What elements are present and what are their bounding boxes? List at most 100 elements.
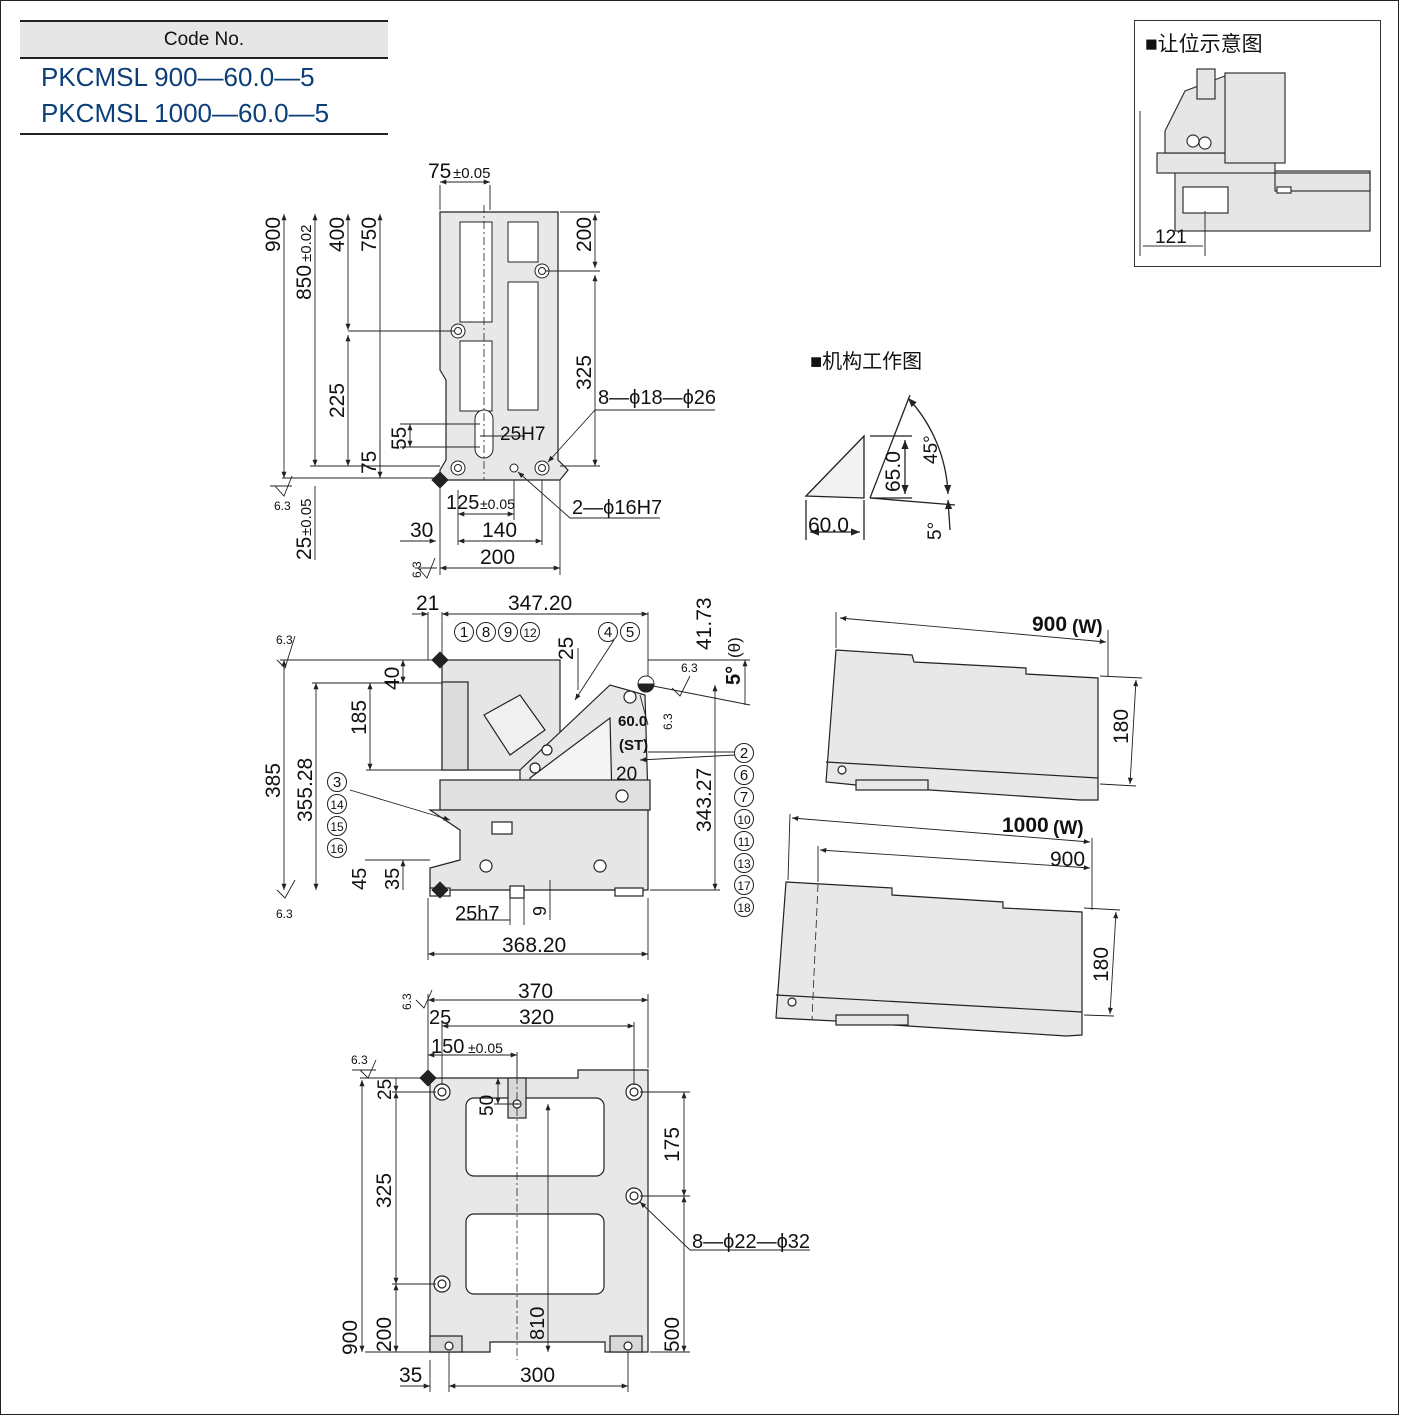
callout-number: 16 [330,842,344,856]
bv-25v: 25 [375,1079,396,1100]
side-view-labels: 21 347.20 25 41.73 5° (θ) 40 185 385 355… [262,592,745,957]
variant-1000-rail [775,813,1121,1037]
bv-200: 200 [373,1317,396,1352]
sv-36820: 368.20 [502,934,566,957]
sv-st-val: 60.0 [618,713,647,730]
code-header: Code No. [20,20,388,59]
sv-rough-a: 6.3 [276,633,293,647]
callout-number: 14 [330,798,344,812]
tv-125-tol: ±0.05 [480,496,515,512]
sv-45: 45 [349,868,371,890]
bv-325: 325 [373,1173,396,1208]
code-row-1000: PKCMSL 1000—60.0—5 [41,98,330,128]
tv-30: 30 [410,519,433,542]
tv-125: 125 [446,492,479,514]
tv-325: 325 [573,355,596,390]
callout-number: 8 [482,624,490,641]
callout-circle [327,838,347,858]
top-view-plate [439,205,569,481]
tv-rough-a: 6.3 [274,499,291,513]
clearance-inset: ■让位示意图 121 [1134,20,1381,267]
sv-35528: 355.28 [294,758,317,822]
bv-rough-a: 6.3 [351,1053,368,1067]
tv-900: 900 [262,217,285,252]
callout-circle [327,816,347,836]
callout-circle [620,622,640,642]
callout-number: 11 [738,835,751,849]
v900-label: 900 [1032,613,1067,636]
inset-dim-121: 121 [1155,227,1187,248]
tv-75b: 75 [358,451,381,474]
code-rows: PKCMSL 900—60.0—5 PKCMSL 1000—60.0—5 [20,59,388,135]
top-view-dims [270,179,715,579]
bv-900: 900 [339,1320,362,1355]
tv-55: 55 [388,427,411,450]
tv-850-tol: ±0.02 [298,225,315,262]
callout-circle [520,622,540,642]
callout-circle [734,875,754,895]
clearance-sketch: 121 [1139,68,1371,256]
sv-theta: (θ) [725,637,744,658]
callout-number: 18 [737,901,751,915]
callout-number: 4 [604,624,612,641]
tv-slot: 25H7 [500,424,545,445]
mech-stroke-h: 60.0 [808,514,849,537]
sv-34327: 343.27 [693,768,716,832]
sv-4173: 41.73 [693,597,716,650]
v1000-w: (W) [1053,818,1084,839]
tv-140: 140 [482,519,517,542]
bottom-view-plate [429,1060,649,1360]
bv-35: 35 [399,1364,422,1387]
tv-400: 400 [326,217,349,252]
bv-rough-b: 6.3 [400,993,414,1010]
bv-25: 25 [429,1007,451,1029]
callout-circle [598,622,618,642]
sv-rough-d: 6.3 [661,713,675,730]
tv-75: 75 [428,160,451,183]
sv-rough-c: 6.3 [681,661,698,675]
bv-175: 175 [661,1127,684,1162]
sv-rough-b: 6.3 [276,907,293,921]
bv-370: 370 [518,980,553,1003]
v1000-label: 1000 [1002,814,1049,837]
mechanism-diagram [804,394,956,540]
callout-number: 10 [737,813,751,827]
bv-810: 810 [527,1307,549,1340]
callout-circle [498,622,518,642]
mechanism-title: ■机构工作图 [810,351,923,373]
bv-150-tol: ±0.05 [468,1040,503,1056]
tv-75-tol: ±0.05 [453,165,490,182]
bv-320: 320 [519,1006,554,1029]
sv-21: 21 [416,592,439,615]
callout-circle [327,772,347,792]
bv-holes: 8—ϕ22—ϕ32 [692,1231,810,1253]
top-view-labels: 75 ±0.05 900 850 ±0.02 400 750 225 55 75… [262,160,716,578]
sv-385: 385 [262,763,285,798]
sv-185: 185 [348,700,371,735]
sv-35: 35 [382,868,404,890]
callout-number: 5 [626,624,634,641]
sv-20: 20 [616,764,637,785]
callout-number: 7 [740,789,748,806]
side-view-dims [276,611,751,960]
callout-number: 6 [740,767,748,784]
bottom-view-dims [352,989,810,1392]
tv-200: 200 [573,217,596,252]
callout-circle [734,853,754,873]
tv-pins: 2—ϕ16H7 [572,497,662,519]
callout-circle [734,765,754,785]
tv-750: 750 [358,217,381,252]
bv-50: 50 [477,1095,498,1116]
callout-number: 15 [330,820,344,834]
callout-number: 2 [740,745,748,762]
sv-key: 25h7 [455,903,500,925]
callout-circle [454,622,474,642]
tv-200b: 200 [480,546,515,569]
inset-title: ■让位示意图 [1145,33,1263,56]
bv-500: 500 [661,1317,684,1352]
tv-holes: 8—ϕ18—ϕ26 [598,387,716,409]
